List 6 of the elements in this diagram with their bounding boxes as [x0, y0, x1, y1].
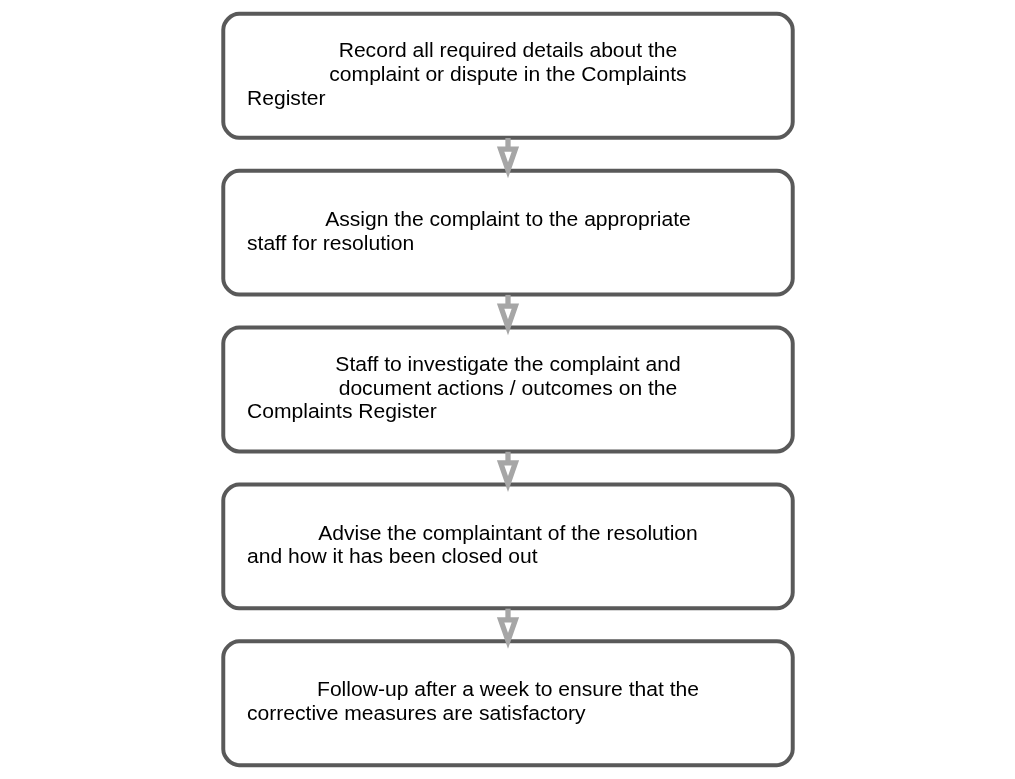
node-box: Advise the complaintant of the resolution and how it has been closed out: [220, 482, 795, 611]
arrow: [496, 138, 519, 179]
node-box: Follow-up after a week to ensure that the corrective measures are satisfactory: [220, 639, 795, 768]
node-box: Assign the complaint to the appropriate staff for resolution: [220, 168, 795, 297]
node-box: Record all required details about the complaint or dispute in the Complaints Register: [220, 11, 795, 140]
node-box: Staff to investigate the complaint and document actions / outcomes on the Complaints Register: [220, 325, 795, 454]
